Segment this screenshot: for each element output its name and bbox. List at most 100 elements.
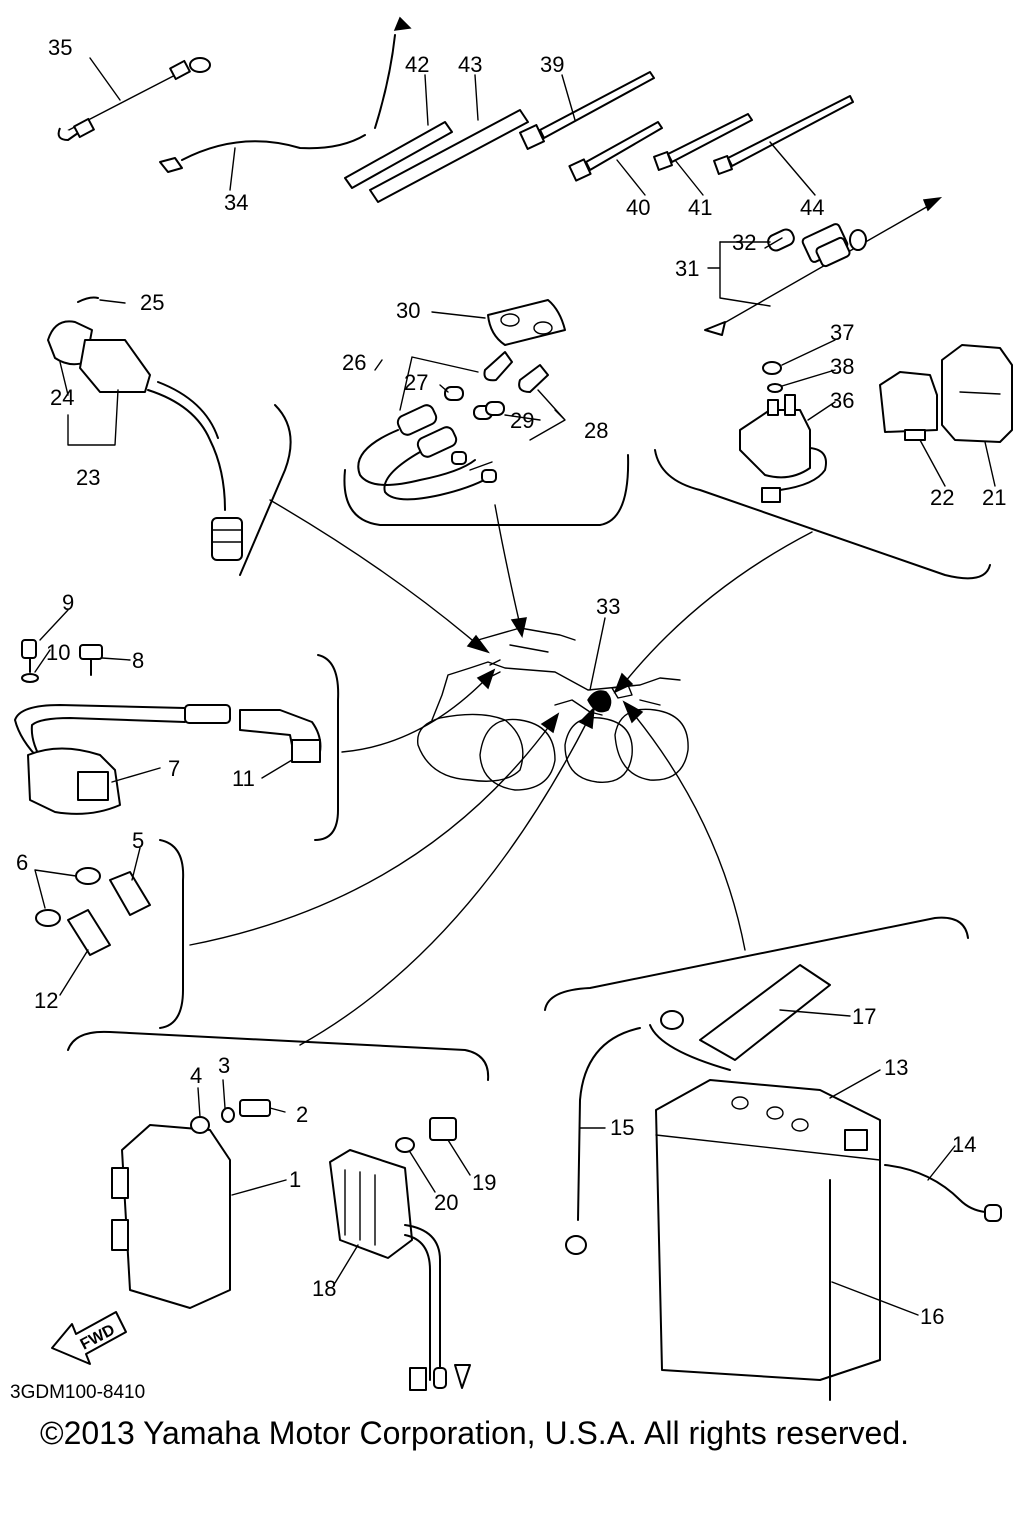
- part-number-label: 7: [168, 756, 180, 781]
- part-25-hose: [77, 296, 99, 303]
- part-number-label: 23: [76, 465, 100, 490]
- bracket-switches: [159, 839, 185, 1029]
- leader-curves: [189, 499, 813, 1046]
- part-39-cable-tie: [519, 71, 655, 150]
- part-number-label: 35: [48, 35, 72, 60]
- part-6-gasket: [35, 909, 61, 927]
- part-43-band: [369, 109, 529, 203]
- bracket-ignition-coil: [314, 654, 340, 841]
- part-number-label: 14: [952, 1132, 976, 1157]
- part-number-label: 22: [930, 485, 954, 510]
- group-brackets: [67, 404, 991, 1081]
- bracket-battery: [544, 916, 969, 1011]
- part-35-ground-lead: [57, 57, 211, 141]
- part-22-relay: [879, 371, 938, 441]
- part-18-rectifier: [329, 1117, 471, 1391]
- bracket-ignition-coil-cap: [239, 404, 292, 576]
- part-40-cable-tie: [568, 121, 663, 182]
- part-number-label: 37: [830, 320, 854, 345]
- part-number-label: 41: [688, 195, 712, 220]
- part-number-label: 43: [458, 52, 482, 77]
- part-1-cdi-unit: [111, 1099, 271, 1309]
- part-44-cable-tie: [713, 95, 854, 175]
- part-37-nut: [762, 361, 782, 375]
- part-number-label: 13: [884, 1055, 908, 1080]
- atv-outline: [416, 627, 689, 791]
- part-26-wire-harness: [357, 351, 549, 501]
- part-6-gasket: [75, 867, 101, 885]
- part-number-label: 1: [289, 1167, 301, 1192]
- part-number-label: 31: [675, 256, 699, 281]
- part-number-label: 18: [312, 1276, 336, 1301]
- part-17-strap: [699, 964, 831, 1061]
- part-number-label: 25: [140, 290, 164, 315]
- bracket-relays: [654, 449, 991, 580]
- leader-5: [189, 724, 551, 946]
- bracket-wiring: [343, 454, 630, 526]
- part-2-bolt: [239, 1099, 271, 1117]
- part-number-label: 32: [732, 230, 756, 255]
- part-4-washer: [190, 1116, 210, 1134]
- part-number-label: 26: [342, 350, 366, 375]
- leader-23: [269, 499, 479, 646]
- part-number-label: 12: [34, 988, 58, 1013]
- part-number-label: 39: [540, 52, 564, 77]
- part-number-label: 19: [472, 1170, 496, 1195]
- part-15-wire: [649, 1024, 731, 1071]
- part-number-label: 24: [50, 385, 74, 410]
- part-19-bolt: [429, 1117, 457, 1141]
- part-42-band: [344, 121, 453, 189]
- part-38-washer: [767, 383, 783, 393]
- leader-1: [299, 719, 589, 1046]
- part-number-label: 10: [46, 640, 70, 665]
- part-number-label: 36: [830, 388, 854, 413]
- part-number-label: 11: [232, 766, 255, 791]
- leader-7: [341, 679, 486, 753]
- part-number-labels: 1 2 3 4 5 6 7 8 9 10 11 12 13 14 15 16 1…: [16, 35, 1006, 1329]
- part-number-label: 17: [852, 1004, 876, 1029]
- part-number-label: 28: [584, 418, 608, 443]
- part-12-switch: [67, 909, 111, 956]
- part-33-location: [587, 690, 612, 713]
- part-number-label: 30: [396, 298, 420, 323]
- part-23-spark-plug-cap: [47, 296, 243, 561]
- part-number-label: 44: [800, 195, 824, 220]
- part-number-label: 27: [404, 370, 428, 395]
- part-5-switch: [35, 867, 151, 956]
- part-number-label: 9: [62, 590, 74, 615]
- fwd-arrow-icon: FWD: [51, 1311, 127, 1365]
- copyright-notice: ©2013 Yamaha Motor Corporation, U.S.A. A…: [40, 1415, 909, 1451]
- drawing-code: 3GDM100-8410: [10, 1382, 145, 1403]
- part-8-bolt: [79, 644, 103, 660]
- leader-36: [624, 531, 813, 683]
- part-14-breather: [884, 1164, 986, 1213]
- part-number-label: 29: [510, 408, 534, 433]
- part-number-label: 20: [434, 1190, 458, 1215]
- part-20-washer: [395, 1137, 415, 1153]
- leader-13: [631, 711, 746, 951]
- part-7-ignition-coil: [14, 639, 322, 815]
- part-10-washer: [21, 673, 39, 683]
- part-30-plate: [487, 299, 566, 346]
- part-number-label: 3: [218, 1053, 230, 1078]
- part-number-label: 4: [190, 1063, 202, 1088]
- part-number-label: 40: [626, 195, 650, 220]
- part-number-label: 6: [16, 850, 28, 875]
- part-31-coupler: [704, 196, 943, 336]
- part-number-label: 34: [224, 190, 248, 215]
- part-number-label: 2: [296, 1102, 308, 1127]
- part-number-label: 33: [596, 594, 620, 619]
- part-number-label: 21: [982, 485, 1006, 510]
- part-3-washer: [221, 1107, 235, 1123]
- part-36-starter-relay: [739, 361, 827, 503]
- part-21-cover: [941, 344, 1013, 443]
- callout-leaders: [34, 57, 996, 1316]
- bracket-cdi: [67, 1030, 490, 1081]
- part-number-label: 15: [610, 1115, 634, 1140]
- part-41-cable-tie: [653, 113, 753, 171]
- part-number-label: 38: [830, 354, 854, 379]
- part-34-lead-wire: [159, 16, 412, 173]
- part-13-battery: [565, 964, 1002, 1401]
